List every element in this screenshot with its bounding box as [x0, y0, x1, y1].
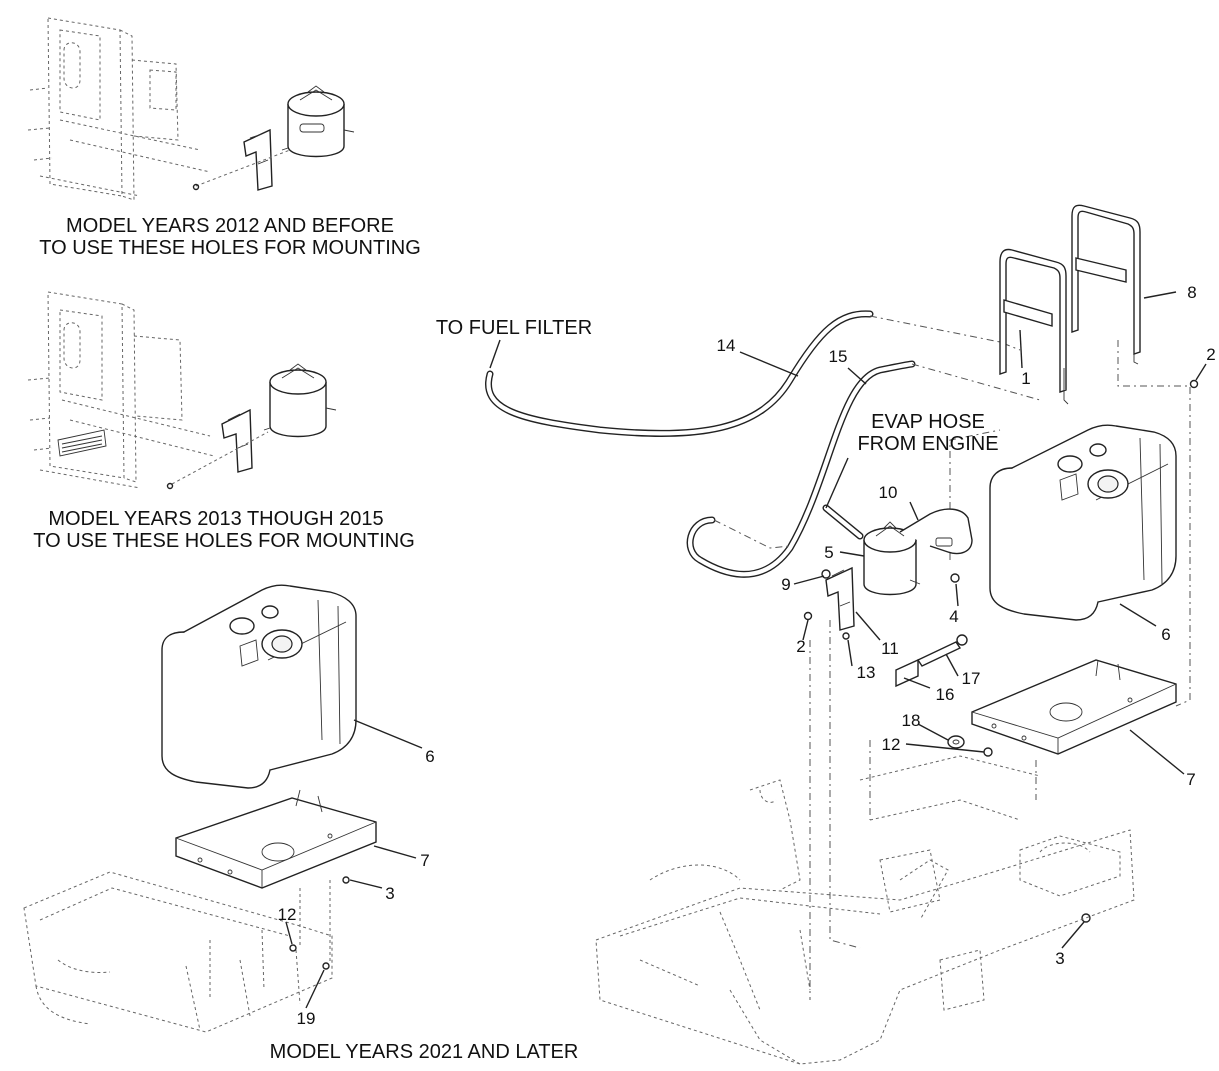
callout-10: 10	[879, 483, 898, 502]
callout-13: 13	[857, 663, 876, 682]
nut-2-upper	[1189, 379, 1199, 389]
inset-2021-and-later	[23, 584, 377, 1033]
main-assembly	[285, 204, 1207, 1065]
bracket-11	[825, 566, 855, 631]
bracket-2012	[243, 128, 273, 191]
callout-2-upper: 2	[1206, 345, 1215, 364]
callout-numbers: 1 2 2 3 3 4 5 6 6 7 7 8 9 10 11 12 12 13…	[278, 283, 1216, 1028]
caption-2013-line2: TO USE THESE HOLES FOR MOUNTING	[33, 530, 415, 552]
callout-5: 5	[824, 543, 833, 562]
canister-2012	[195, 85, 355, 187]
callout-11: 11	[881, 639, 899, 658]
tank-strap-8	[1071, 204, 1141, 365]
fitting-17	[916, 641, 962, 667]
tank-tray-main	[971, 659, 1177, 755]
caption-2021: MODEL YEARS 2021 AND LATER	[270, 1041, 579, 1063]
callout-9: 9	[781, 575, 790, 594]
frame-plate-2012	[27, 17, 211, 201]
callout-3-left: 3	[385, 884, 394, 903]
callout-12-left: 12	[278, 905, 297, 924]
callout-4: 4	[949, 607, 958, 626]
chassis-frame-main	[595, 755, 1135, 1065]
inset-2013-2015	[27, 291, 337, 490]
tank-strap-1	[999, 248, 1069, 405]
callout-7-left: 7	[420, 851, 429, 870]
note-to-fuel-filter: TO FUEL FILTER	[436, 317, 592, 339]
caption-2012-line1: MODEL YEARS 2012 AND BEFORE	[66, 215, 394, 237]
hardware-small-parts	[803, 379, 1199, 923]
fuel-tank-left	[161, 584, 357, 789]
tank-tray-left	[175, 789, 377, 889]
inset-2012-and-before	[27, 17, 355, 201]
callout-12-main: 12	[882, 735, 901, 754]
callout-17: 17	[962, 669, 981, 688]
callout-6-main: 6	[1161, 625, 1170, 644]
callout-1: 1	[1021, 369, 1030, 388]
canister-2013	[171, 363, 337, 485]
evap-hose-stub	[822, 504, 864, 540]
callout-2-lower: 2	[796, 637, 805, 656]
bolt-9	[821, 569, 831, 579]
frame-left-2021	[23, 871, 333, 1033]
screw-13	[842, 632, 850, 640]
callout-15: 15	[829, 347, 848, 366]
callout-7-main: 7	[1186, 770, 1195, 789]
callout-18: 18	[902, 711, 921, 730]
nut-4	[950, 573, 960, 583]
fuel-tank-main	[989, 424, 1177, 621]
caption-2012-line2: TO USE THESE HOLES FOR MOUNTING	[39, 237, 421, 259]
callout-16: 16	[936, 685, 955, 704]
fuel-hose-14	[485, 310, 874, 437]
canister-strap-10	[899, 508, 973, 555]
evap-hose-15	[686, 360, 916, 578]
callout-8: 8	[1187, 283, 1196, 302]
callout-19: 19	[297, 1009, 316, 1028]
leader-lines	[285, 291, 1207, 1009]
note-evap-hose-line2: FROM ENGINE	[857, 433, 998, 455]
clip-16	[895, 658, 919, 688]
frame-plate-2013	[27, 291, 215, 489]
fitting-12	[983, 747, 993, 757]
caption-2013-line1: MODEL YEARS 2013 THOUGH 2015	[48, 508, 383, 530]
bracket-2013	[221, 408, 253, 473]
grommet-18	[947, 735, 965, 749]
callout-14: 14	[717, 336, 736, 355]
note-evap-hose-line1: EVAP HOSE	[871, 411, 985, 433]
callout-3-main: 3	[1055, 949, 1064, 968]
charcoal-canister-5	[863, 521, 921, 596]
nut-3	[1081, 913, 1091, 923]
callout-6-left: 6	[425, 747, 434, 766]
nut-2	[803, 611, 813, 621]
